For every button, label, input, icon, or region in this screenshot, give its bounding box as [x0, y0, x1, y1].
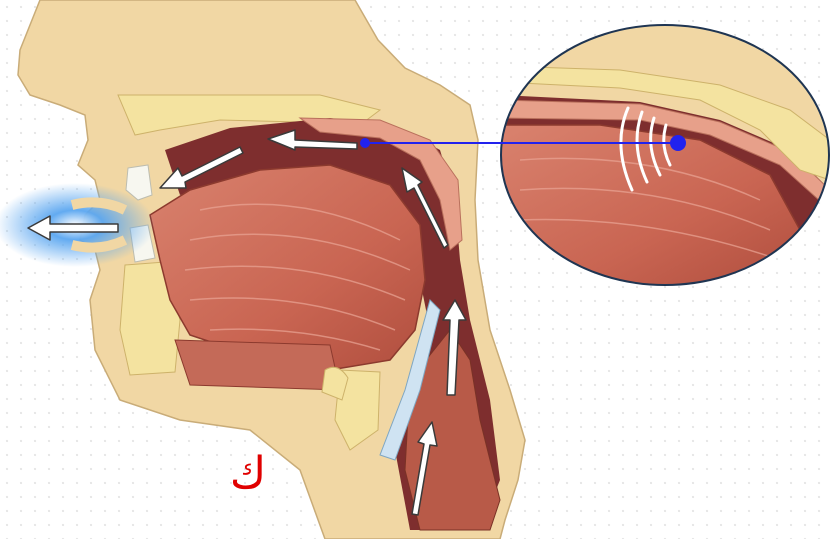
articulation-point-dot — [670, 135, 686, 151]
arabic-letter-kaf: ك — [218, 448, 278, 500]
zoom-inset — [500, 24, 830, 286]
tongue — [150, 165, 425, 390]
pointer-start-dot — [360, 138, 370, 148]
